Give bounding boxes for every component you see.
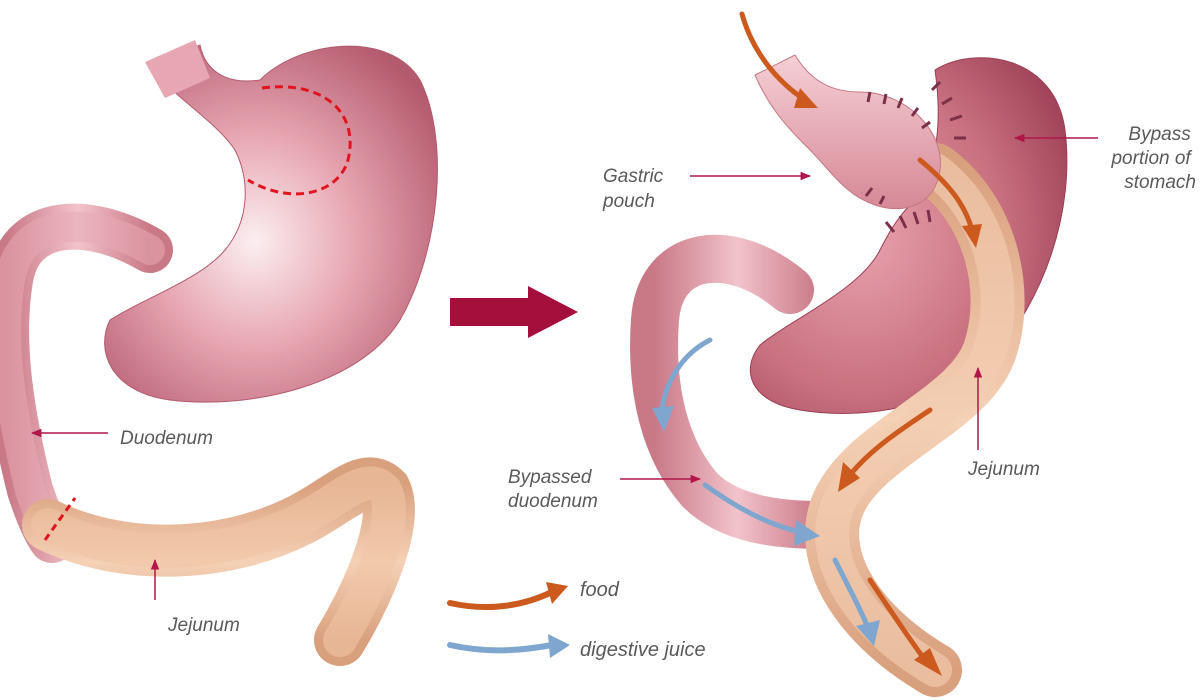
gastric-pouch (754, 54, 941, 210)
food-legend-arrow (447, 589, 555, 610)
duodenum-label: Duodenum (120, 428, 213, 449)
stomach (104, 44, 438, 403)
staple-line-pouch (864, 91, 931, 205)
bypassed-duodenum-label: Bypassed duodenum (508, 467, 598, 512)
jejunum-label: Jejunum (167, 615, 240, 636)
juice-legend-arrow (447, 642, 555, 654)
juice-flow-arrows (652, 337, 880, 646)
normal-anatomy: Duodenum Jejunum (0, 40, 438, 666)
bypass-anatomy: Gastric pouch Bypass portion of stomach … (508, 11, 1196, 697)
food-flow-arrows (739, 11, 982, 676)
gastric-pouch-label: Gastric pouch (602, 166, 668, 212)
bypassed-duodenum (630, 234, 844, 549)
duodenum-cut-line (43, 497, 77, 541)
staple-line-remnant (884, 80, 966, 233)
bypass-stomach-label: Bypass portion of stomach (1110, 124, 1196, 193)
food-legend-label: food (580, 579, 620, 601)
roux-jejunum-label: Jejunum (967, 459, 1040, 480)
juice-legend-label: digestive juice (580, 639, 706, 661)
legend: food digestive juice (447, 579, 706, 661)
transition-arrow (450, 286, 578, 338)
pouch-cut-line (247, 85, 352, 196)
esophagus (145, 40, 210, 98)
